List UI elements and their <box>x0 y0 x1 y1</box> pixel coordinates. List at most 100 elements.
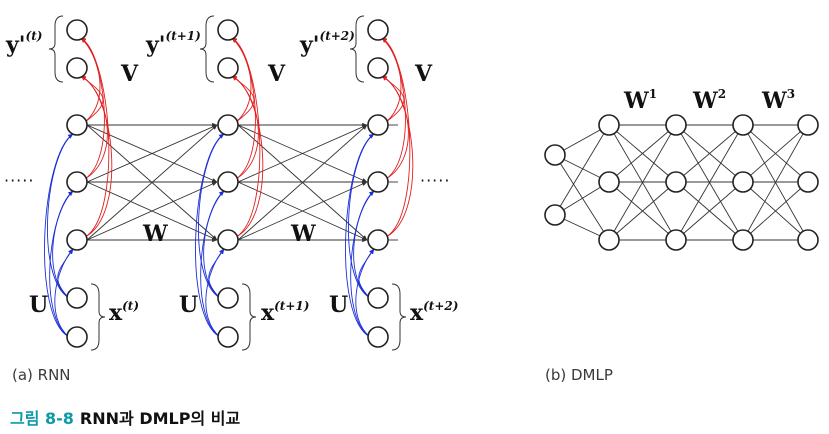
output-brace <box>199 15 215 83</box>
dmlp-edge <box>608 124 677 241</box>
caption-number: 그림 8-8 <box>10 409 74 428</box>
v-label-t1: V <box>267 61 286 87</box>
dmlp-edge <box>608 181 677 241</box>
output-edge <box>381 37 402 123</box>
v-label-t2: V <box>414 61 433 87</box>
input-node <box>217 326 239 348</box>
dmlp-node <box>665 171 687 193</box>
dmlp-edge <box>742 124 809 241</box>
input-edge <box>54 248 74 338</box>
hidden-edge <box>86 124 218 183</box>
output-node <box>66 19 88 41</box>
x-label-t2: x(t+2) <box>410 299 458 326</box>
w-label-1: W <box>142 221 168 247</box>
dmlp-node <box>544 144 566 166</box>
hidden-node <box>217 171 239 193</box>
hidden-node <box>66 171 88 193</box>
input-edge <box>47 133 74 299</box>
dmlp-w1-label: W1 <box>623 87 657 114</box>
output-edge <box>231 37 256 180</box>
rnn-input-connections <box>44 133 375 338</box>
rnn-labels: y'(t) y'(t+1) y'(t+2) V V V W W U U U x(… <box>4 29 458 326</box>
ellipsis-left: ····· <box>4 171 34 190</box>
rnn-nodes <box>66 19 389 348</box>
dmlp-subtitle: (b) DMLP <box>545 366 613 384</box>
output-edge <box>381 75 414 238</box>
dmlp-node <box>797 229 819 251</box>
input-edge <box>195 133 225 338</box>
output-edge <box>80 37 110 238</box>
u-label-t1: U <box>179 292 198 318</box>
output-edge <box>231 37 261 238</box>
output-node <box>367 57 389 79</box>
hidden-node <box>66 229 88 251</box>
input-node <box>367 326 389 348</box>
x-label-t1: x(t+1) <box>261 299 309 326</box>
input-edge <box>44 133 74 338</box>
dmlp-edge <box>742 124 809 183</box>
input-node <box>66 326 88 348</box>
input-edge <box>355 248 375 338</box>
dmlp-node <box>732 229 754 251</box>
dmlp-node <box>598 171 620 193</box>
y-label-t: y'(t) <box>5 29 42 58</box>
input-edge <box>345 133 375 338</box>
hidden-edge <box>86 124 218 241</box>
output-node <box>367 19 389 41</box>
input-brace <box>391 283 407 351</box>
hidden-node <box>217 114 239 136</box>
dmlp-node <box>598 229 620 251</box>
y-label-t2: y'(t+2) <box>299 29 355 58</box>
figure-caption: 그림 8-8 RNN과 DMLP의 비교 <box>10 405 240 429</box>
dmlp-node <box>665 229 687 251</box>
dmlp-node <box>797 171 819 193</box>
rnn-subtitle: (a) RNN <box>12 366 71 384</box>
output-edge <box>381 37 406 180</box>
hidden-edge <box>237 181 368 241</box>
dmlp-labels: W1 W2 W3 <box>623 87 795 114</box>
hidden-node <box>66 114 88 136</box>
output-edge <box>231 37 252 123</box>
input-edge <box>348 133 375 299</box>
caption-text: RNN과 DMLP의 비교 <box>79 409 241 428</box>
u-label-t: U <box>29 292 48 318</box>
dmlp-edge <box>554 154 610 241</box>
dmlp-edge <box>742 181 809 241</box>
w-label-2: W <box>290 221 316 247</box>
input-node <box>217 287 239 309</box>
hidden-node <box>367 114 389 136</box>
output-edge <box>80 37 101 123</box>
v-label-t: V <box>120 61 139 87</box>
dmlp-node <box>732 114 754 136</box>
dmlp-edge <box>554 124 610 216</box>
hidden-edge <box>237 124 368 241</box>
hidden-edge <box>86 181 218 241</box>
input-node <box>367 287 389 309</box>
rnn-output-connections <box>80 37 414 238</box>
input-edge <box>198 133 225 299</box>
x-label-t: x(t) <box>109 299 139 326</box>
output-node <box>66 57 88 79</box>
dmlp-node <box>598 114 620 136</box>
input-edge <box>205 248 225 338</box>
dmlp-node <box>665 114 687 136</box>
rnn-braces <box>48 15 407 351</box>
output-edge <box>80 75 113 238</box>
dmlp-w2-label: W2 <box>692 87 726 114</box>
output-edge <box>381 37 411 238</box>
u-label-t2: U <box>329 292 348 318</box>
output-brace <box>48 15 64 83</box>
y-label-t1: y'(t+1) <box>145 29 201 58</box>
dmlp-edge <box>675 181 744 241</box>
output-edge <box>80 37 105 180</box>
input-brace <box>241 283 257 351</box>
dmlp-edge <box>675 124 744 241</box>
dmlp-w3-label: W3 <box>761 87 795 114</box>
input-brace <box>90 283 106 351</box>
input-node <box>66 287 88 309</box>
ellipsis-right: ····· <box>420 171 450 190</box>
output-node <box>217 57 239 79</box>
dmlp-node <box>544 204 566 226</box>
output-brace <box>349 15 365 83</box>
